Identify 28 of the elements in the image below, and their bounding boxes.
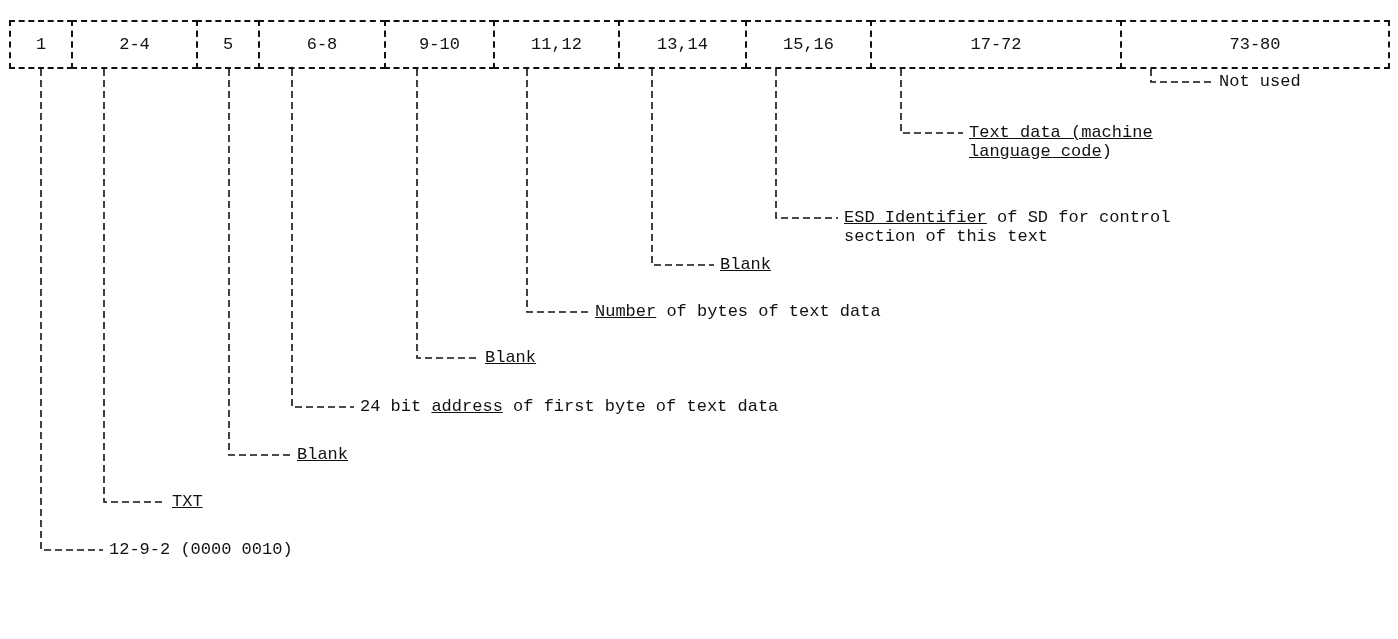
field-cell: 2-4 <box>71 20 198 69</box>
field-cell: 9-10 <box>384 20 495 69</box>
field-description: Not used <box>1219 72 1301 91</box>
field-cell: 1 <box>9 20 73 69</box>
leader-line <box>651 68 715 266</box>
field-cell: 17-72 <box>870 20 1122 69</box>
field-cell: 13,14 <box>618 20 747 69</box>
field-cell: 73-80 <box>1120 20 1390 69</box>
leader-line <box>775 68 839 219</box>
field-cell: 11,12 <box>493 20 620 69</box>
leader-line <box>228 68 292 456</box>
field-cell: 5 <box>196 20 260 69</box>
field-description: 24 bit address of first byte of text data <box>360 397 779 416</box>
field-cell: 6-8 <box>258 20 386 69</box>
leader-line <box>1150 68 1214 83</box>
field-description: TXT <box>172 492 203 511</box>
leader-line <box>40 68 104 551</box>
leader-line <box>526 68 590 313</box>
leader-line <box>900 68 964 134</box>
field-description: Blank <box>297 445 348 464</box>
field-description: Blank <box>720 255 771 274</box>
field-description: ESD Identifier of SD for control section of this text <box>844 208 1184 246</box>
field-description: 12-9-2 (0000 0010) <box>109 540 293 559</box>
field-description: Text data (machine language code) <box>969 123 1169 161</box>
field-description: Blank <box>485 348 536 367</box>
field-cell: 15,16 <box>745 20 872 69</box>
leader-line <box>291 68 355 408</box>
field-description: Number of bytes of text data <box>595 302 881 321</box>
